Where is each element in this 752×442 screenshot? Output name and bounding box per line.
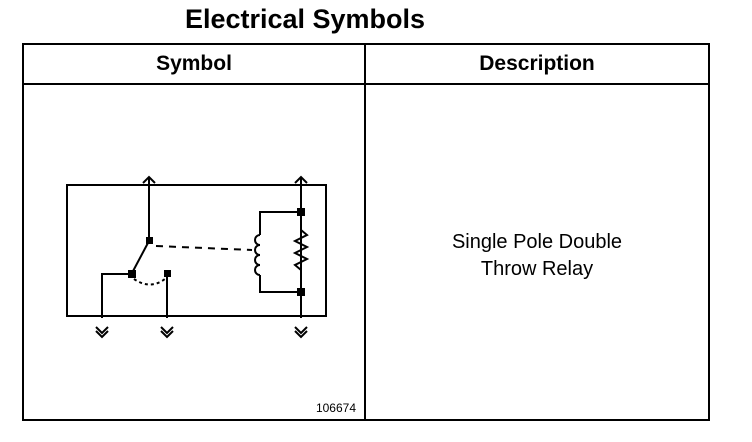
coil-winding [254, 234, 261, 276]
relay-box [66, 184, 327, 317]
page-title: Electrical Symbols [184, 4, 426, 34]
symbols-table: Symbol Description [22, 43, 710, 421]
no-arrow-stub-icon [160, 330, 174, 339]
right-bottom-arrow-icon [294, 326, 308, 335]
description-line-1: Single Pole Double [451, 231, 623, 253]
switch-blade [131, 240, 150, 274]
no-arrow-icon [160, 326, 174, 335]
description-text: Single Pole Double Throw Relay [366, 229, 708, 283]
nc-lead [101, 273, 132, 318]
resistor-zigzag [292, 229, 310, 271]
figure-number: 106674 [315, 401, 356, 415]
table-header-row: Symbol Description [24, 45, 708, 85]
common-arrow-icon [142, 175, 156, 184]
description-line-2: Throw Relay [480, 258, 594, 280]
nc-arrow-stub-icon [95, 330, 109, 339]
nc-arrow-icon [95, 326, 109, 335]
description-cell: Single Pole Double Throw Relay [366, 85, 708, 419]
right-arrow-stub-icon [294, 330, 308, 339]
column-divider [364, 45, 366, 419]
header-description: Description [479, 52, 595, 75]
contact-arc [133, 278, 166, 286]
coil-top-wire [259, 211, 301, 235]
header-symbol: Symbol [156, 52, 232, 75]
right-top-arrow-icon [294, 175, 308, 184]
single-pole-double-throw-relay-icon [66, 175, 327, 339]
coil-bottom-wire [259, 275, 301, 293]
common-contact [146, 237, 153, 244]
mechanical-linkage [155, 245, 253, 251]
symbol-cell: 106674 [24, 85, 364, 419]
